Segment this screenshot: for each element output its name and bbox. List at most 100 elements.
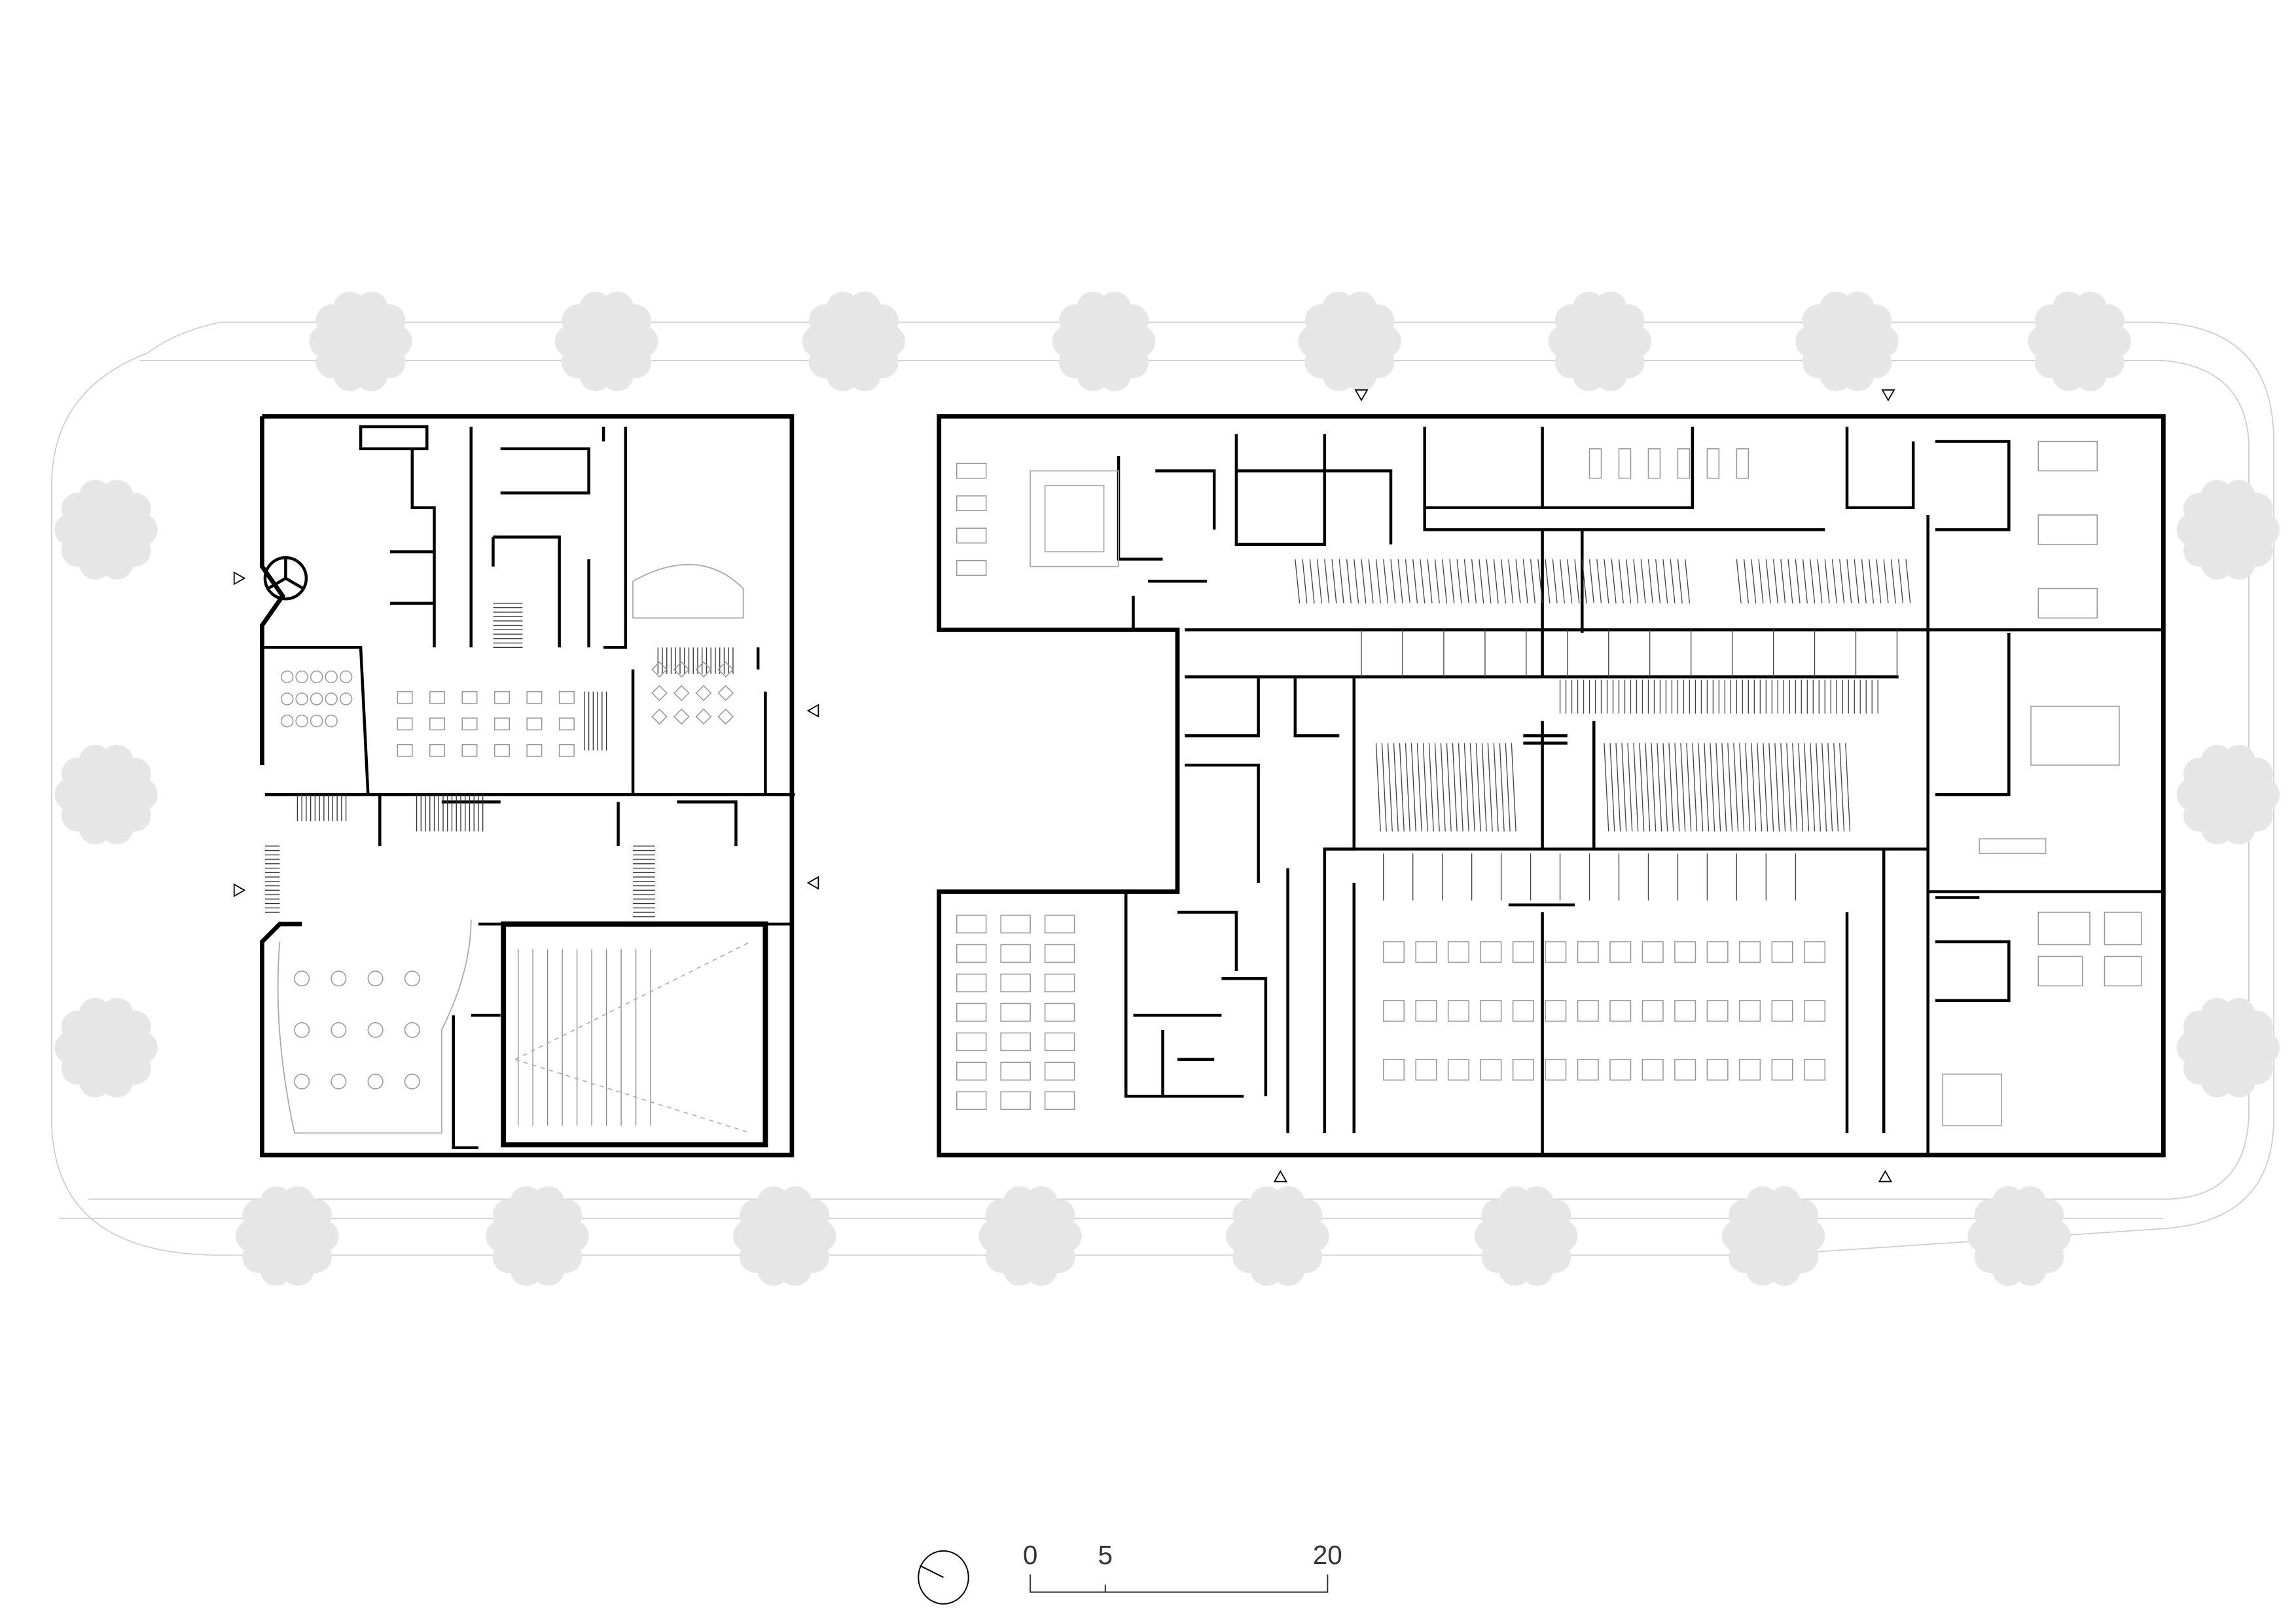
tree-icon — [486, 1186, 589, 1286]
table — [1044, 944, 1075, 963]
shelf — [1515, 559, 1521, 603]
chair — [295, 714, 308, 728]
tree-canopy — [1735, 1198, 1812, 1275]
shelf — [1427, 559, 1433, 603]
shelf — [1668, 743, 1674, 832]
shelf — [1686, 743, 1692, 832]
shelf — [1456, 559, 1462, 603]
table — [956, 1032, 987, 1052]
shelf — [1745, 743, 1751, 832]
shelf — [1338, 559, 1344, 603]
shelf — [1792, 743, 1798, 832]
table — [717, 685, 734, 702]
north-arrow-icon — [918, 1550, 969, 1605]
desk — [1804, 1059, 1826, 1081]
table — [956, 914, 987, 934]
shelf — [1316, 559, 1322, 603]
tree-canopy — [2189, 491, 2267, 568]
shelf — [1420, 559, 1426, 603]
chair — [325, 714, 338, 728]
left-building — [260, 414, 795, 1158]
desk — [1415, 941, 1437, 963]
shelf — [1449, 559, 1455, 603]
table — [558, 743, 575, 757]
right-building-exterior-wall — [937, 414, 2166, 1158]
shelf — [1662, 743, 1668, 832]
lounge-seat — [404, 1022, 420, 1038]
shelf — [1500, 559, 1507, 603]
table — [429, 743, 446, 757]
shelf — [1698, 743, 1704, 832]
shelf — [1831, 559, 1837, 603]
shelf — [1798, 743, 1804, 832]
desk — [1577, 1000, 1599, 1022]
shelf — [1733, 743, 1739, 832]
table — [1044, 1091, 1075, 1111]
tree-icon — [732, 1186, 836, 1286]
chair — [310, 714, 323, 728]
shelf — [1609, 743, 1615, 832]
desk — [1415, 1000, 1437, 1022]
tree-canopy — [2041, 303, 2118, 380]
shelf — [1786, 743, 1792, 832]
shelf — [1368, 559, 1374, 603]
desk — [1382, 941, 1405, 963]
desk — [1480, 941, 1502, 963]
shelf — [1802, 559, 1808, 603]
table — [1000, 1032, 1031, 1052]
shelf — [1375, 559, 1381, 603]
tree-icon — [2176, 997, 2280, 1097]
shelf — [1633, 559, 1639, 603]
tree-canopy — [568, 303, 645, 380]
table — [1000, 944, 1031, 963]
tree-icon — [1967, 1186, 2071, 1286]
furniture — [956, 440, 2142, 1111]
shelf — [1833, 743, 1839, 832]
table — [2037, 912, 2090, 946]
table — [673, 708, 690, 725]
shelf — [1721, 743, 1727, 832]
entrance-arrow-icon — [233, 571, 246, 586]
shelf — [1651, 743, 1657, 832]
shelf — [1824, 559, 1830, 603]
shelf — [1479, 559, 1484, 603]
lounge-seat — [294, 1022, 310, 1038]
shelf — [1751, 743, 1757, 832]
tree-canopy — [815, 303, 892, 380]
shelf — [1596, 559, 1602, 603]
desk — [1447, 1059, 1469, 1081]
theater-hall — [501, 921, 768, 1148]
tree-icon — [2028, 291, 2131, 391]
table — [558, 690, 575, 704]
shelf — [1692, 743, 1698, 832]
tree-canopy — [322, 303, 399, 380]
tree-canopy — [1239, 1198, 1316, 1275]
table — [651, 685, 668, 702]
shelf — [1481, 743, 1487, 832]
shelf — [1670, 559, 1676, 603]
table — [956, 527, 987, 544]
shelf — [1727, 743, 1733, 832]
table — [956, 560, 987, 576]
shelf — [1381, 743, 1387, 832]
tree-canopy — [67, 756, 145, 833]
lounge-seat — [367, 1022, 384, 1038]
desk — [1641, 941, 1664, 963]
shelf — [1458, 743, 1463, 832]
lounge-seat — [367, 971, 384, 987]
shelf — [1821, 743, 1827, 832]
tree-canopy — [1488, 1198, 1565, 1275]
tree-canopy — [992, 1198, 1069, 1275]
shelf — [1839, 743, 1845, 832]
lounge-seat — [331, 971, 347, 987]
shelf — [1684, 559, 1691, 603]
shelf — [1633, 743, 1639, 832]
shelf — [1537, 559, 1543, 603]
shelf — [1302, 559, 1308, 603]
shelf — [1434, 743, 1440, 832]
shelf — [1739, 743, 1745, 832]
shelf — [1581, 559, 1587, 603]
chair — [310, 670, 323, 684]
table — [1000, 914, 1031, 934]
